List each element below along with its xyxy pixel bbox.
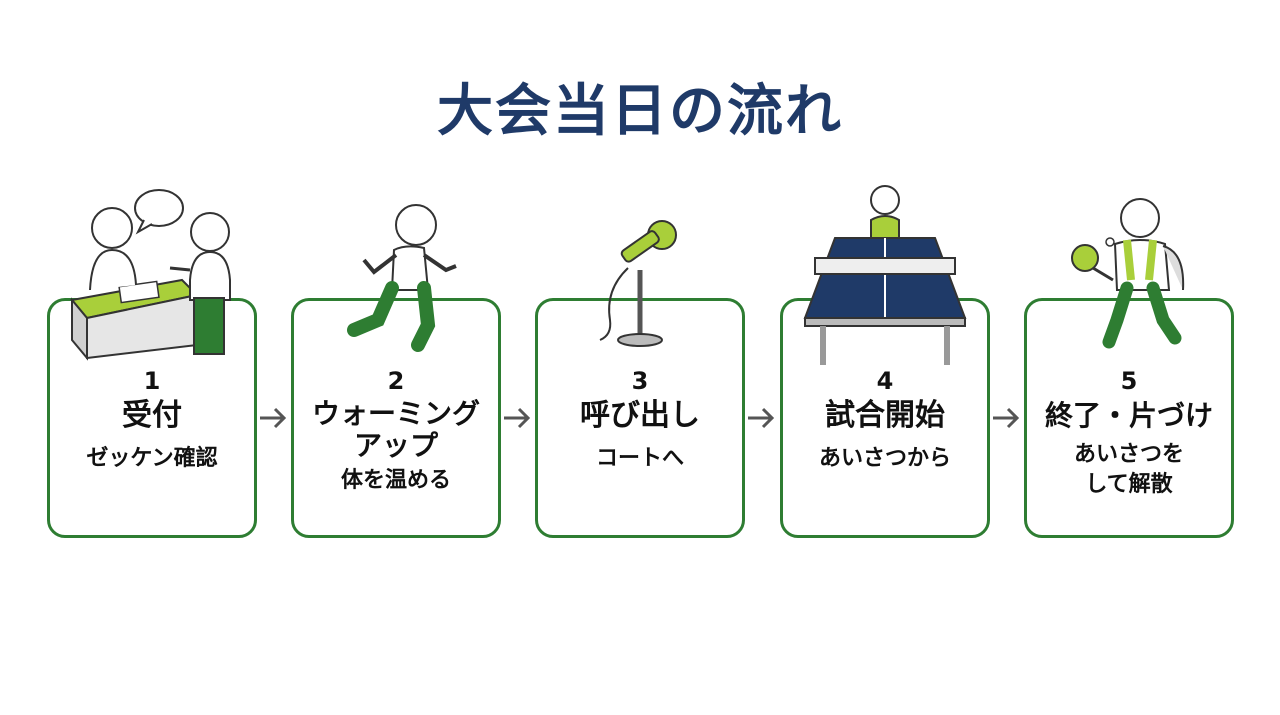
- step-number-3: 3: [631, 367, 649, 395]
- player-with-paddle-icon: [1035, 180, 1265, 370]
- step-desc-1: ゼッケン確認: [86, 446, 218, 471]
- microphone-icon: [550, 180, 780, 370]
- step-card-5: [1024, 298, 1234, 538]
- step-number-4: 4: [876, 367, 894, 395]
- arrow-right-icon: [748, 407, 775, 429]
- step-label-1: 受付: [122, 398, 182, 433]
- step-number-5: 5: [1120, 367, 1138, 395]
- step-label-5: 終了・片づけ: [1044, 399, 1213, 432]
- step-number-2: 2: [387, 367, 405, 395]
- step-desc-4: あいさつから: [818, 446, 951, 471]
- step-number-1: 1: [143, 367, 161, 395]
- step-label-2: ウォーミング アップ: [311, 397, 480, 462]
- arrow-right-icon: [993, 407, 1020, 429]
- reception-icon: [62, 180, 292, 370]
- step-label-3: 呼び出し: [580, 398, 700, 433]
- ping-pong-table-icon: [775, 180, 1005, 370]
- step-desc-5: あいさつを して解散: [1073, 442, 1184, 497]
- step-label-4: 試合開始: [825, 398, 945, 433]
- page-title: 大会当日の流れ: [437, 79, 843, 144]
- running-person-icon: [306, 180, 536, 370]
- step-desc-2: 体を温める: [340, 468, 451, 493]
- step-desc-3: コートへ: [595, 446, 684, 471]
- step-card-4: [780, 298, 990, 538]
- arrow-right-icon: [260, 407, 287, 429]
- step-card-2: [291, 298, 501, 538]
- arrow-right-icon: [504, 407, 531, 429]
